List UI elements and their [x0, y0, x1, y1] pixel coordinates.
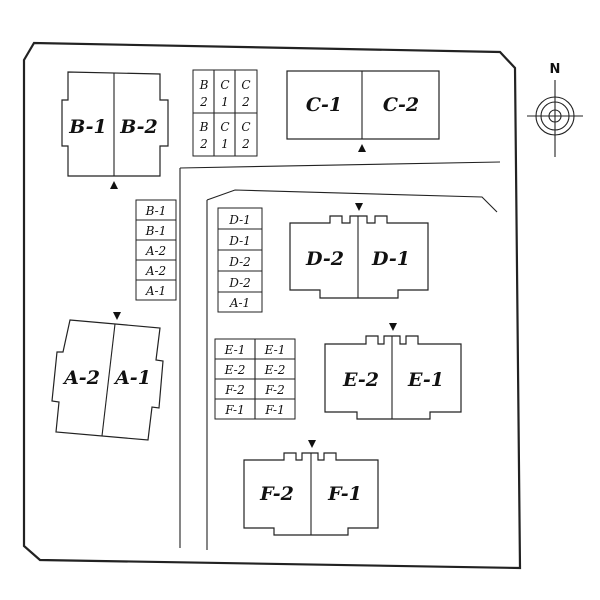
middle-parking-lot: D-1 D-1 D-2 D-2 A-1 — [217, 207, 263, 313]
unit-label-c2: C-2 — [383, 94, 419, 116]
parking-slot: E-1 — [264, 343, 286, 357]
unit-label-d1: D-1 — [371, 248, 410, 270]
entrance-marker — [110, 181, 118, 189]
svg-text:B: B — [199, 120, 209, 134]
parking-slot: A-1 — [229, 296, 250, 310]
unit-label-a1: A-1 — [113, 367, 151, 389]
entrance-marker — [358, 144, 366, 152]
lower-parking-lot: E-1 E-2 F-2 F-1 E-1 E-2 F-2 F-1 — [214, 338, 296, 420]
svg-text:B: B — [199, 78, 209, 92]
svg-text:2: 2 — [241, 137, 250, 151]
unit-label-f1: F-1 — [327, 483, 362, 505]
parking-slot: D-1 — [228, 234, 251, 248]
entrance-marker — [113, 312, 121, 320]
unit-label-f2: F-2 — [259, 483, 294, 505]
unit-label-c1: C-1 — [306, 94, 342, 116]
entrance-marker — [389, 323, 397, 331]
parking-slot: C 2 — [241, 120, 250, 151]
svg-text:C: C — [220, 78, 229, 92]
parking-slot: B 2 — [199, 78, 209, 109]
parking-slot: B-1 — [145, 204, 167, 218]
parking-slot: B 2 — [199, 120, 209, 151]
unit-label-e2: E-2 — [342, 369, 379, 391]
top-parking-lot: B 2 C 1 C 2 B 2 C 1 C 2 — [192, 69, 258, 157]
parking-slot: D-1 — [228, 213, 251, 227]
parking-slot: E-2 — [264, 363, 286, 377]
parking-slot: D-2 — [228, 255, 251, 269]
building-e: E-2 E-1 — [324, 323, 462, 420]
parking-slot: A-2 — [145, 244, 166, 258]
svg-text:1: 1 — [221, 95, 229, 109]
building-b: B-1 B-2 — [61, 71, 169, 189]
parking-slot: F-1 — [264, 403, 284, 417]
svg-text:C: C — [241, 78, 250, 92]
svg-text:2: 2 — [241, 95, 250, 109]
building-d: D-2 D-1 — [289, 203, 429, 299]
parking-slot: E-1 — [224, 343, 246, 357]
svg-text:1: 1 — [221, 137, 229, 151]
unit-label-e1: E-1 — [407, 369, 444, 391]
left-parking-lot: B-1 B-1 A-2 A-2 A-1 — [135, 199, 177, 301]
parking-slot: E-2 — [224, 363, 246, 377]
building-c: C-1 C-2 — [286, 70, 440, 152]
parking-slot: C 1 — [220, 120, 229, 151]
svg-text:2: 2 — [199, 95, 208, 109]
parking-slot: F-1 — [224, 403, 244, 417]
compass-north-label: N — [550, 62, 561, 77]
parking-slot: B-1 — [145, 224, 167, 238]
unit-label-b2: B-2 — [119, 116, 158, 138]
unit-label-b1: B-1 — [68, 116, 107, 138]
svg-text:2: 2 — [199, 137, 208, 151]
parking-slot: F-2 — [264, 383, 284, 397]
building-f: F-2 F-1 — [243, 440, 379, 536]
parking-slot: A-2 — [145, 264, 166, 278]
parking-slot: F-2 — [224, 383, 244, 397]
internal-road — [179, 161, 501, 550]
site-boundary — [22, 41, 522, 570]
entrance-marker — [308, 440, 316, 448]
parking-slot: A-1 — [145, 284, 166, 298]
unit-label-d2: D-2 — [305, 248, 344, 270]
svg-text:C: C — [220, 120, 229, 134]
parking-slot: C 1 — [220, 78, 229, 109]
svg-text:C: C — [241, 120, 250, 134]
entrance-marker — [355, 203, 363, 211]
parking-slot: C 2 — [241, 78, 250, 109]
north-compass: N — [527, 62, 583, 157]
parking-slot: D-2 — [228, 276, 251, 290]
unit-label-a2: A-2 — [62, 367, 100, 389]
building-a: A-2 A-1 — [51, 312, 164, 441]
